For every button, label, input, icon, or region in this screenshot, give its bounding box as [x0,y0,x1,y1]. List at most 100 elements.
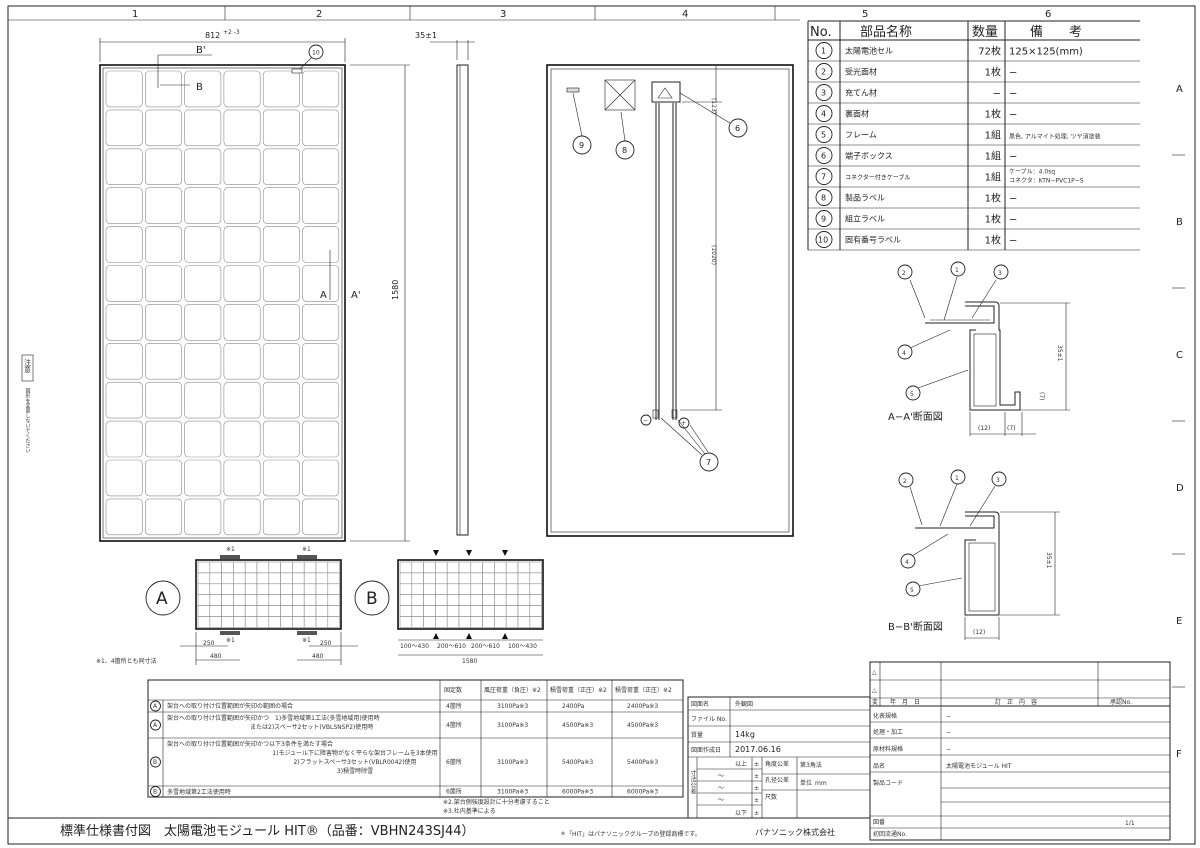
part-qty: − [993,89,1001,100]
mount-mark: ※1 [302,637,311,644]
trademark-note: ＊「HIT」はパナソニックグループの登録商標です。 [560,830,701,838]
mount-a-dim-480: 480 [210,653,222,660]
part-number: 8 [821,194,826,203]
solar-cell [505,605,519,617]
drawing-title: 標準仕様書付図 太陽電池モジュール HIT®（品番：VBHN243SJ44） [60,823,475,839]
tol-row: 〜 [718,797,724,804]
solar-cell [105,304,143,341]
part-qty: 72枚 [978,45,1001,58]
condition-count: 4箇所 [446,702,462,710]
row-label: E [1176,616,1182,627]
section-a-label: A [320,290,327,301]
solar-cell [411,605,424,617]
width-tolerance: +2 -3 [223,29,240,36]
projection-method: 第3角法 [800,761,822,769]
solar-cell [280,616,293,628]
solar-cell [302,304,340,341]
solar-cell [470,583,483,595]
part-name: コネクター付きケーブル [845,174,910,182]
tag-7: 7 [706,458,711,467]
condition-snow: 6000Pa※3 [562,789,593,796]
solar-cell [423,594,436,606]
part-number: 6 [821,152,826,161]
section-bb: 35±1 (12) B−B'断面図 2 1 3 4 5 [888,469,1060,640]
solar-cell [184,381,222,419]
solar-cell [302,420,340,458]
rev-header: 承認No. [1110,698,1132,706]
height-dimension: 1580 [391,280,400,300]
part-remarks: − [1009,194,1017,205]
mount-b-dim-edge: 100〜430 [400,643,429,650]
condition-snow: 5400Pa※3 [562,759,593,766]
solar-cell [262,459,300,497]
solar-cell [262,304,300,341]
cond-note: ※3.社内基準による [443,807,496,815]
row-label: B [1176,217,1183,228]
solar-cell [262,70,300,108]
solar-cell [458,561,472,574]
condition-wind: 3100Pa※3 [497,759,528,766]
solar-cell [233,572,246,585]
revision-mark: △ [872,669,877,676]
condition-snow2: 5400Pa※3 [627,759,658,766]
solar-cell [303,605,317,617]
solar-cell [105,420,143,458]
solar-cell [262,420,300,458]
solar-cell [505,572,519,585]
solar-cell [244,605,258,617]
mount-a-dim-250: 250 [320,640,332,647]
solar-cell [268,572,281,585]
title-field: 原材料規格− [870,745,1170,756]
solar-cell [145,498,182,536]
column-label: 6 [1045,9,1051,20]
solar-cell [223,304,261,341]
part-number: 9 [821,215,826,224]
solar-cell [209,572,222,585]
solar-cell [315,594,329,606]
solar-cell [411,561,424,574]
cond-header-count: 固定数 [444,686,462,694]
solar-cell [105,459,143,497]
condition-desc: または2)スペーサ2セット(VBLSNSP2)使用時 [250,723,373,731]
column-label: 3 [500,9,506,20]
condition-count: 6箇所 [446,758,462,766]
solar-cell [256,583,270,595]
solar-cell [482,583,495,595]
part-number: 7 [821,173,826,182]
mounting-diagram-a: A ※1 ※1 ※1 ※1 250 250 480 480 ※1、4箇所とも同寸… [96,546,358,665]
field-label: 化表規格 [873,712,897,720]
part-number: 2 [821,68,826,77]
cond-header-snow2: 積雪荷重（正圧）※2 [615,686,672,694]
condition-snow2: 2400Pa※3 [627,703,658,710]
solar-cell [221,583,234,595]
aa-title: A−A'断面図 [888,410,943,423]
solar-cell [517,605,531,617]
solar-cell [280,583,293,595]
junction-box-dimension: (123) [710,98,717,114]
solar-cell [423,605,436,617]
solar-cell [292,583,305,595]
solar-cell [302,381,340,419]
solar-cell [105,381,143,419]
solar-cell [221,594,234,606]
solar-cell [209,594,222,606]
solar-cell [423,561,436,574]
part-remarks: − [1009,110,1017,121]
front-view: 812 +2 -3 B' B 10 A A' 1580 [99,29,410,542]
mass-value: 14kg [735,730,755,739]
mount-b-dim-edge: 100〜430 [508,643,537,650]
pm: ± [754,773,759,780]
part-remarks: − [1009,89,1017,100]
pm: ± [754,761,759,768]
tag-9: 9 [579,141,584,150]
solar-cell [446,594,460,606]
solar-cell [303,583,317,595]
condition-count: 6箇所 [446,788,462,796]
solar-cell [262,226,300,263]
